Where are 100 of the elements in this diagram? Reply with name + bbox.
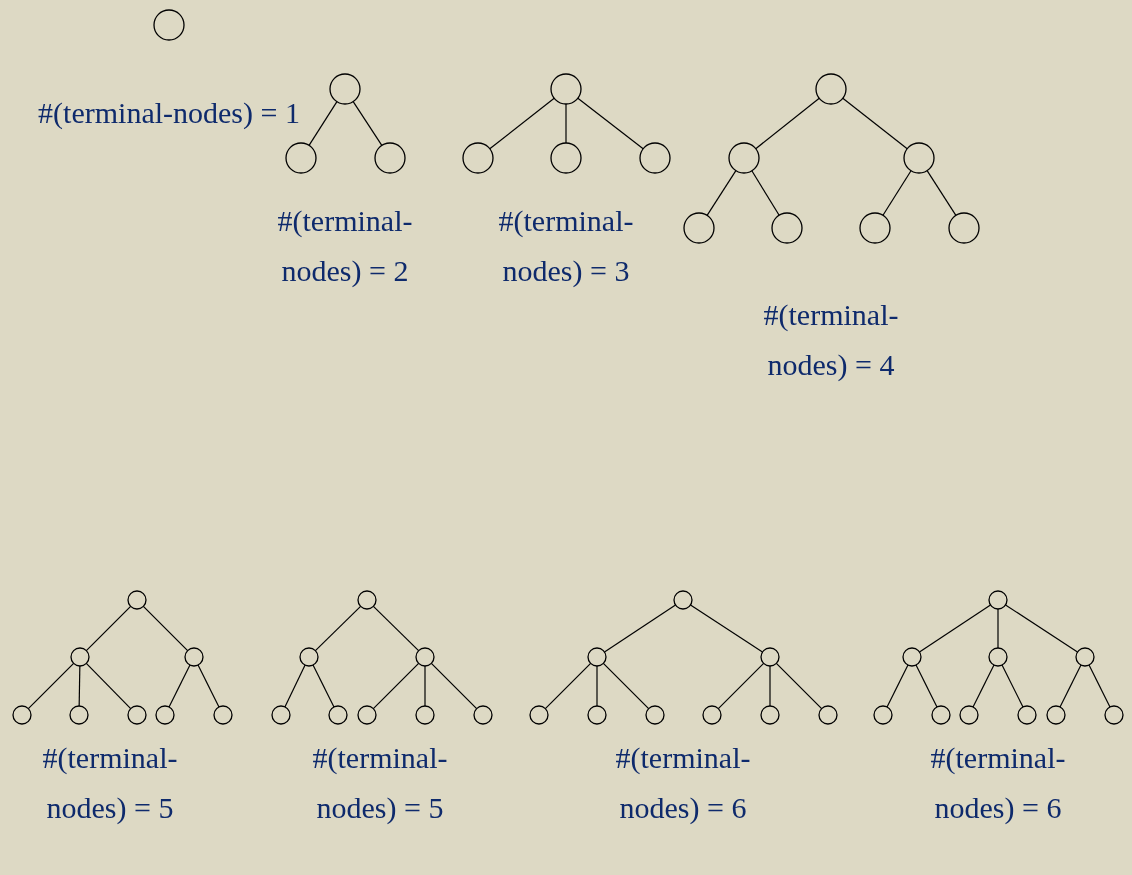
tree-node-circle bbox=[12, 705, 32, 725]
tree-node-circle bbox=[859, 212, 891, 244]
tree-edge-line bbox=[565, 103, 567, 144]
tree-edge-line bbox=[603, 604, 677, 653]
tree-edge-line bbox=[27, 662, 75, 710]
tree-edge-line bbox=[769, 665, 771, 707]
tree-edge-line bbox=[602, 662, 650, 710]
tree-node-circle bbox=[587, 647, 607, 667]
tree-node-circle bbox=[760, 647, 780, 667]
tree-edge-line bbox=[972, 664, 995, 708]
tree-node-circle bbox=[374, 142, 406, 174]
tree-edge-line bbox=[1059, 664, 1082, 708]
tree-node-circle bbox=[550, 142, 582, 174]
tree-node-circle bbox=[683, 212, 715, 244]
tree-node-circle bbox=[645, 705, 665, 725]
tree-node-circle bbox=[1046, 705, 1066, 725]
tree-edge-line bbox=[717, 662, 765, 710]
terminal-node-count-label: #(terminal-nodes) = 5 bbox=[311, 740, 449, 826]
tree-edge-line bbox=[85, 605, 132, 652]
tree-edge-line bbox=[926, 170, 957, 216]
terminal-node-count-label: #(terminal-nodes) = 1 bbox=[37, 95, 301, 131]
tree-node-circle bbox=[529, 705, 549, 725]
terminal-node-count-label: #(terminal-nodes) = 2 bbox=[276, 203, 414, 289]
tree-node-circle bbox=[587, 705, 607, 725]
tree-edge-line bbox=[430, 662, 478, 710]
tree-node-circle bbox=[988, 647, 1008, 667]
tree-node-circle bbox=[673, 590, 693, 610]
tree-node-circle bbox=[550, 73, 582, 105]
tree-node-circle bbox=[155, 705, 175, 725]
tree-edge-line bbox=[1088, 664, 1111, 708]
tree-node-circle bbox=[959, 705, 979, 725]
tree-edge-line bbox=[1004, 604, 1079, 653]
tree-edge-line bbox=[775, 662, 823, 710]
tree-edge-line bbox=[352, 100, 383, 147]
tree-edge-line bbox=[918, 604, 992, 653]
tree-node-circle bbox=[1075, 647, 1095, 667]
tree-node-circle bbox=[184, 647, 204, 667]
tree-edge-line bbox=[85, 662, 132, 710]
tree-node-circle bbox=[815, 73, 847, 105]
tree-node-circle bbox=[473, 705, 493, 725]
tree-node-circle bbox=[415, 647, 435, 667]
tree-node-circle bbox=[415, 705, 435, 725]
tree-edge-line bbox=[689, 604, 764, 653]
tree-node-circle bbox=[357, 590, 377, 610]
tree-edge-line bbox=[489, 97, 555, 150]
terminal-node-count-label: #(terminal-nodes) = 6 bbox=[614, 740, 752, 826]
tree-edge-line bbox=[308, 101, 338, 146]
tree-edge-line bbox=[577, 97, 644, 150]
tree-node-circle bbox=[285, 142, 317, 174]
tree-edge-line bbox=[886, 664, 909, 708]
terminal-node-count-label: #(terminal-nodes) = 3 bbox=[497, 203, 635, 289]
tree-edge-line bbox=[284, 664, 306, 708]
tree-edge-line bbox=[168, 664, 191, 708]
tree-edge-line bbox=[314, 605, 362, 652]
tree-edge-line bbox=[755, 97, 820, 150]
tree-edge-line bbox=[915, 664, 938, 708]
tree-node-circle bbox=[69, 705, 89, 725]
tree-node-circle bbox=[948, 212, 980, 244]
tree-node-circle bbox=[988, 590, 1008, 610]
tree-node-circle bbox=[903, 142, 935, 174]
tree-node-circle bbox=[271, 705, 291, 725]
tree-node-circle bbox=[127, 590, 147, 610]
tree-node-circle bbox=[1017, 705, 1037, 725]
tree-node-circle bbox=[702, 705, 722, 725]
tree-edge-line bbox=[882, 170, 912, 216]
tree-edge-line bbox=[372, 662, 420, 710]
tree-edge-line bbox=[544, 662, 592, 710]
tree-edge-line bbox=[142, 605, 189, 652]
tree-node-circle bbox=[728, 142, 760, 174]
tree-node-circle bbox=[931, 705, 951, 725]
tree-node-circle bbox=[213, 705, 233, 725]
tree-edge-line bbox=[706, 170, 737, 216]
tree-node-circle bbox=[873, 705, 893, 725]
tree-edge-line bbox=[312, 664, 335, 708]
terminal-node-count-label: #(terminal-nodes) = 5 bbox=[41, 740, 179, 826]
tree-edge-line bbox=[751, 170, 780, 216]
tree-edge-line bbox=[78, 665, 81, 707]
tree-node-circle bbox=[818, 705, 838, 725]
tree-node-circle bbox=[153, 9, 185, 41]
terminal-node-count-label: #(terminal-nodes) = 4 bbox=[762, 297, 900, 383]
tree-node-circle bbox=[299, 647, 319, 667]
tree-node-circle bbox=[771, 212, 803, 244]
tree-node-circle bbox=[357, 705, 377, 725]
tree-node-circle bbox=[639, 142, 671, 174]
tree-edge-line bbox=[197, 664, 220, 708]
tree-edge-line bbox=[1001, 664, 1024, 708]
tree-node-circle bbox=[70, 647, 90, 667]
tree-node-circle bbox=[328, 705, 348, 725]
tree-node-circle bbox=[329, 73, 361, 105]
tree-edge-line bbox=[372, 605, 420, 652]
tree-node-circle bbox=[760, 705, 780, 725]
tree-edge-line bbox=[424, 665, 426, 707]
tree-edge-line bbox=[997, 608, 999, 649]
tree-node-circle bbox=[462, 142, 494, 174]
tree-node-circle bbox=[127, 705, 147, 725]
tree-node-circle bbox=[902, 647, 922, 667]
terminal-node-count-label: #(terminal-nodes) = 6 bbox=[929, 740, 1067, 826]
tree-edge-line bbox=[842, 97, 908, 150]
tree-node-circle bbox=[1104, 705, 1124, 725]
tree-edge-line bbox=[596, 665, 598, 707]
